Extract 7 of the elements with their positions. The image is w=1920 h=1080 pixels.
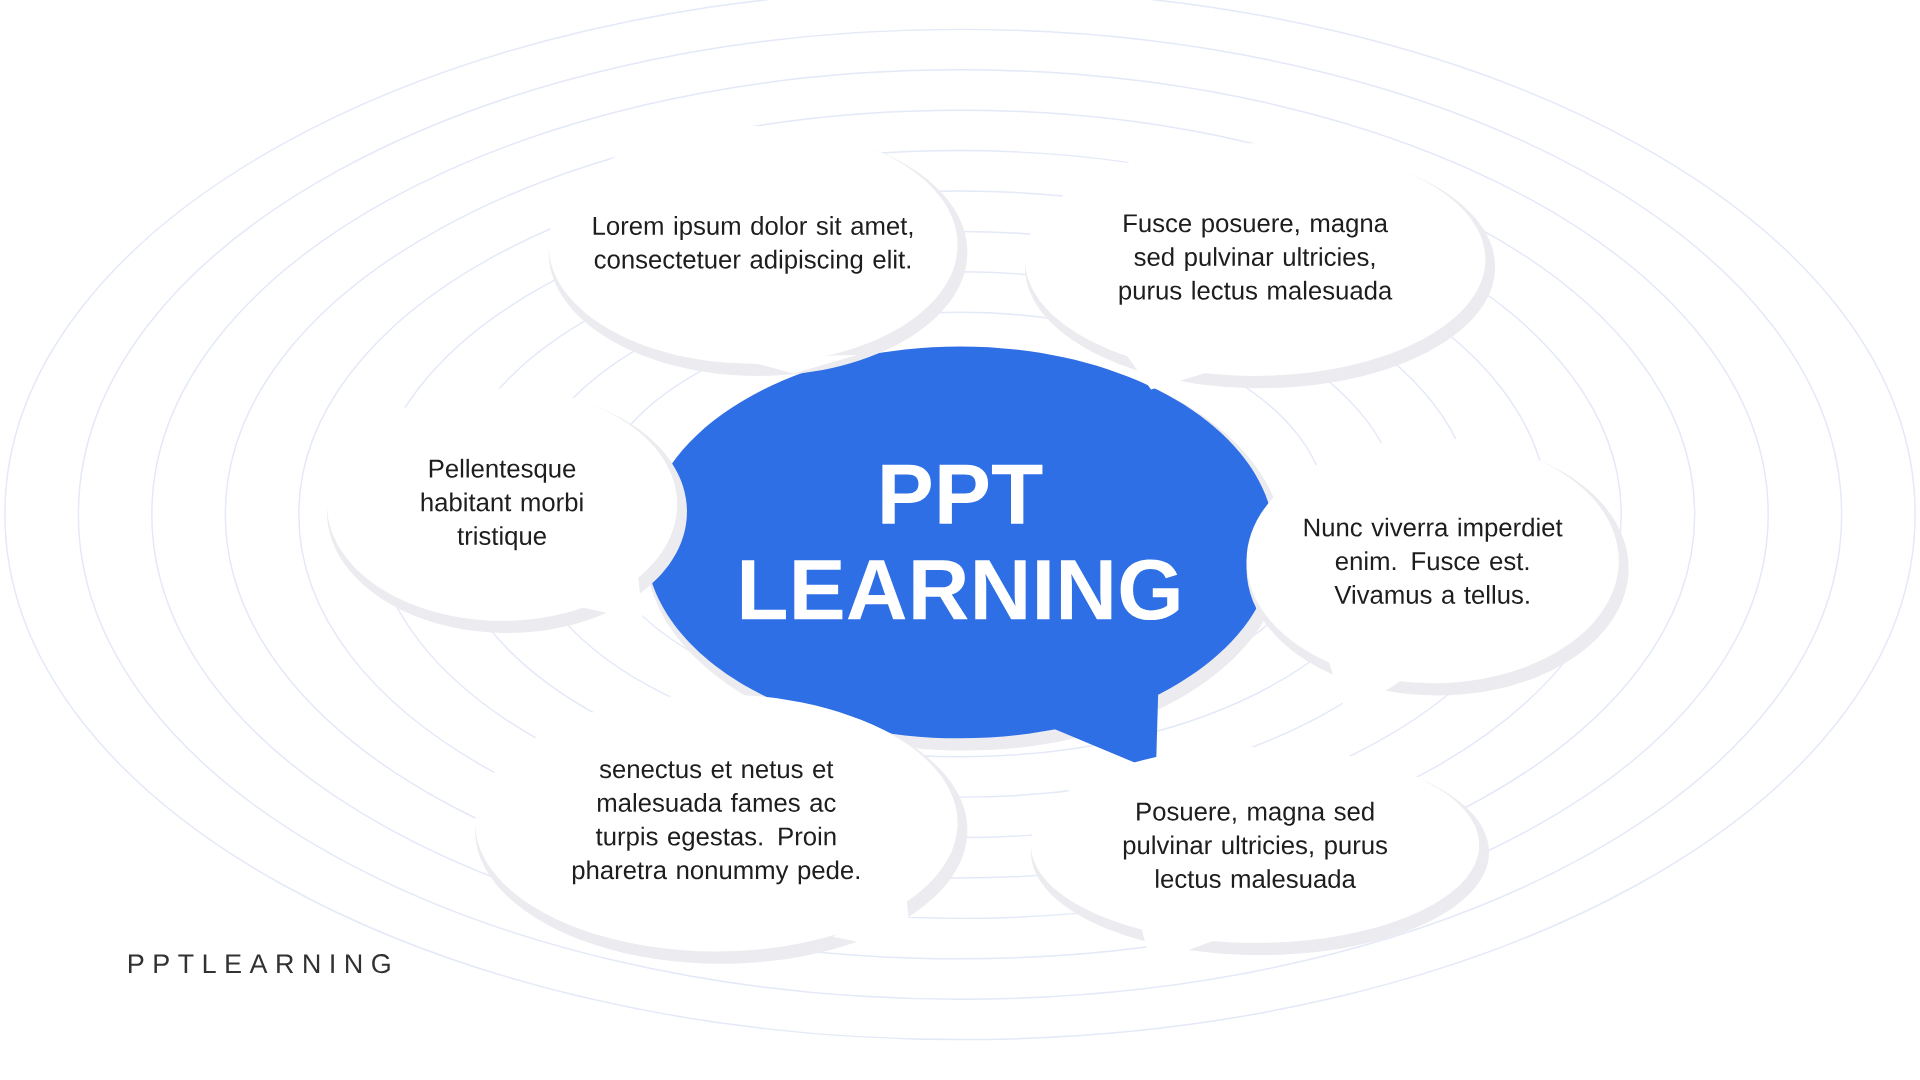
speech-bubble: Fusce posuere, magna sed pulvinar ultricies, purus lectus malesuada xyxy=(1024,143,1496,390)
speech-bubble: senectus et netus et malesuada fames ac turpis egestas. Proin pharetra nonummy pede. xyxy=(475,694,968,964)
speech-bubble: Posuere, magna sed pulvinar ultricies, purus lectus malesuada xyxy=(1031,746,1489,964)
footer-text: P P T L E A R N I N G xyxy=(129,954,390,974)
speech-bubble: Nunc viverra imperdiet enim. Fusce est. Vivamus a tellus. xyxy=(1246,438,1629,717)
speech-bubble: Lorem ipsum dolor sit amet, consectetuer adipiscing elit. xyxy=(548,126,968,376)
speech-bubble: Pellentesque habitant morbi tristique xyxy=(326,388,687,634)
